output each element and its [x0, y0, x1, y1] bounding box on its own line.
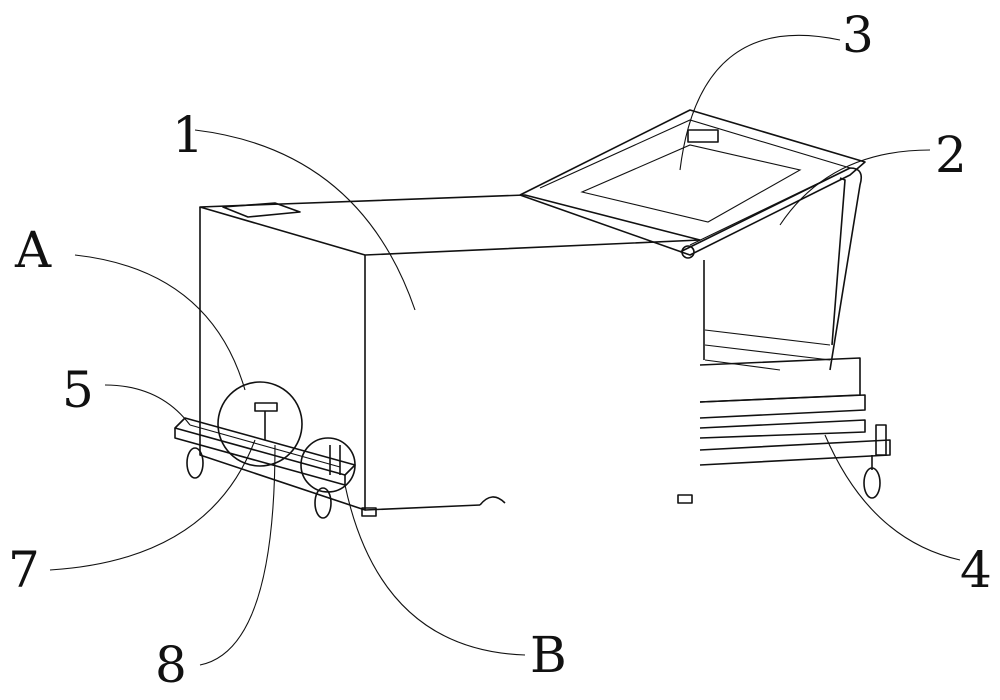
- label-3: 3: [842, 10, 874, 60]
- label-5: 5: [62, 365, 94, 415]
- label-2: 2: [935, 130, 967, 180]
- label-1: 1: [172, 110, 204, 160]
- detail-circle-a: [218, 382, 302, 466]
- label-7: 7: [8, 545, 40, 595]
- rail-stack-4: [700, 260, 890, 498]
- label-8: 8: [155, 640, 187, 690]
- label-4: 4: [960, 545, 992, 595]
- label-a: A: [15, 225, 51, 275]
- label-b: B: [530, 630, 567, 680]
